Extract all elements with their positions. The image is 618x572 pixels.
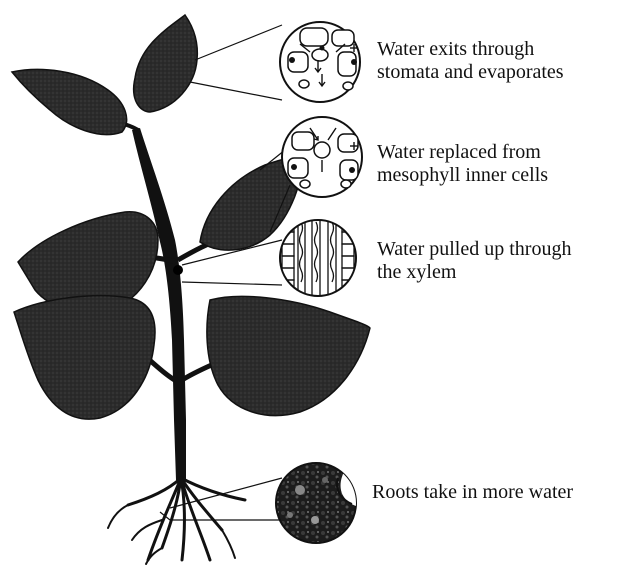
label-stomata: Water exits through stomata and evaporat…: [377, 38, 564, 84]
leaf-lower-right: [207, 296, 370, 415]
roots: [108, 478, 245, 564]
label-mesophyll-line2: mesophyll inner cells: [377, 164, 548, 187]
label-mesophyll: Water replaced from mesophyll inner cell…: [377, 141, 548, 187]
label-mesophyll-line1: Water replaced from: [377, 141, 548, 164]
leaf-top: [134, 15, 198, 112]
label-xylem-line2: the xylem: [377, 261, 571, 284]
mesophyll-cells-circle: [282, 117, 362, 197]
xylem-vessels-circle: [280, 218, 356, 298]
label-xylem: Water pulled up through the xylem: [377, 238, 571, 284]
label-roots-line1: Roots take in more water: [372, 481, 573, 504]
stem-node: [173, 265, 183, 275]
leaf-lower-left: [14, 296, 155, 419]
stomata-cells-circle: [280, 22, 360, 102]
label-stomata-line2: stomata and evaporates: [377, 61, 564, 84]
label-roots: Roots take in more water: [372, 481, 573, 504]
root-soil-circle: [276, 463, 360, 543]
leaf-top-left: [12, 69, 127, 134]
label-xylem-line1: Water pulled up through: [377, 238, 571, 261]
label-stomata-line1: Water exits through: [377, 38, 564, 61]
